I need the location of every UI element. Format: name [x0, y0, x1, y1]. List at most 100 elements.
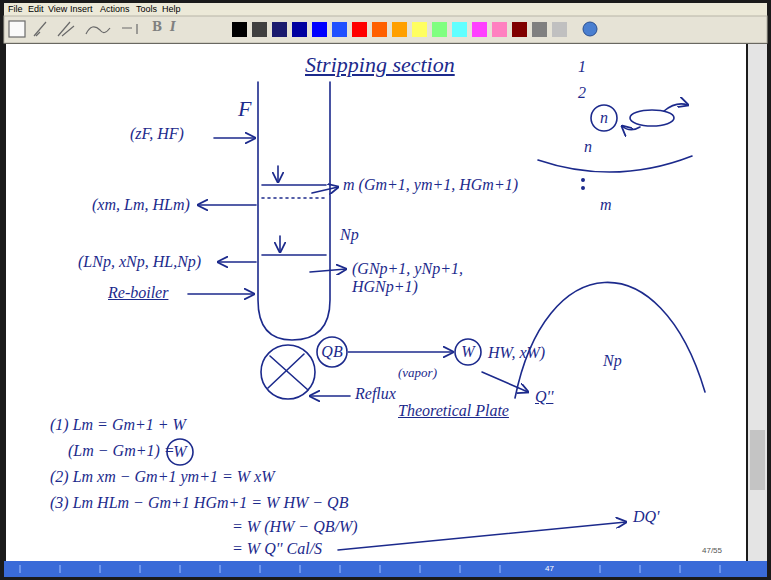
circle-outline [167, 439, 193, 465]
plate-sketch [630, 110, 674, 126]
color-swatch [292, 22, 307, 37]
status-bar [4, 561, 767, 577]
color-swatch [532, 22, 547, 37]
note: Theoretical Plate [398, 402, 509, 420]
color-palette [232, 22, 597, 37]
plate-arrow [664, 104, 688, 111]
status-number: 47 [545, 564, 554, 573]
symbol-text: QB [321, 343, 342, 361]
reflux-arrow [310, 395, 350, 397]
menu-item: Edit [28, 4, 44, 14]
feed-arrow [214, 137, 255, 139]
note: (vapor) [398, 366, 437, 381]
stream-label: m (Gm+1, ym+1, HGm+1) [343, 176, 518, 194]
color-swatch [352, 22, 367, 37]
highlighter-icon [58, 22, 74, 36]
toolbar-button: I [170, 21, 176, 35]
symbol-text: W [461, 343, 474, 361]
stream-label: (xm, Lm, HLm) [92, 196, 190, 214]
color-swatch [392, 22, 407, 37]
menu-bar [4, 3, 767, 16]
scroll-thumb [750, 430, 765, 490]
stream-label: (LNp, xNp, HL,Np) [78, 253, 201, 271]
scrollbar [748, 44, 767, 561]
section-arc [538, 156, 692, 172]
ellipsis-dot [582, 179, 584, 181]
menu-item: Actions [100, 4, 130, 14]
equation: (Lm − Gm+1) = [68, 442, 175, 460]
stream-label: (zF, HF) [130, 125, 184, 143]
equation: (3) Lm HLm − Gm+1 HGm+1 = W HW − QB [50, 494, 348, 512]
color-swatch [432, 22, 447, 37]
symbol-text: n [600, 109, 608, 127]
liquid-out-arrow [198, 204, 256, 206]
page-number: 47/55 [702, 546, 722, 555]
color-swatch [312, 22, 327, 37]
liquid-arrow [277, 166, 279, 182]
plate-np [262, 254, 326, 256]
color-swatch [472, 22, 487, 37]
pen-icon [34, 22, 46, 36]
plate-arrow [622, 126, 640, 130]
plate-m [262, 184, 326, 186]
equation: = W (HW − QB/W) [232, 518, 358, 536]
circled-symbol: QB [316, 336, 348, 368]
toolbar-icons [9, 21, 137, 37]
color-swatch [252, 22, 267, 37]
ellipsis-dot [582, 187, 584, 189]
liquid-out-arrow [218, 261, 256, 263]
color-swatch [512, 22, 527, 37]
circle-outline [317, 337, 347, 367]
equation: (2) Lm xm − Gm+1 ym+1 = W xW [50, 468, 274, 486]
plate-index: n [584, 138, 592, 156]
color-swatch [332, 22, 347, 37]
heat-symbol: Q'' [535, 388, 553, 406]
liquid-level [262, 197, 326, 199]
reboiler-hatch [268, 354, 308, 390]
reboiler-leader [188, 293, 254, 295]
color-swatch [492, 22, 507, 37]
toolbar [4, 16, 767, 43]
color-swatch [272, 22, 287, 37]
tool-icon [9, 21, 25, 37]
color-swatch [552, 22, 567, 37]
result-symbol: DQ' [633, 508, 660, 526]
stream-label: (GNp+1, yNp+1, HGNp+1) [352, 260, 470, 297]
select-icon [122, 24, 137, 34]
stream-label: HW, xW) [488, 344, 545, 362]
equation: (1) Lm = Gm+1 + W [50, 416, 186, 434]
page [6, 44, 746, 561]
plate-label: Np [340, 226, 359, 244]
note: Reflux [355, 385, 396, 403]
toolbar-button: B [152, 21, 162, 35]
symbol-text: W [173, 443, 186, 461]
circled-symbol: W [166, 438, 194, 466]
page-title: Stripping section [305, 52, 455, 77]
color-swatch [372, 22, 387, 37]
plate-index: Np [603, 352, 622, 370]
lasso-icon [86, 27, 110, 34]
plate-index: 1 [578, 58, 586, 76]
menu-item: Help [162, 4, 181, 14]
vapor-arrow [312, 187, 338, 193]
part-name: Re-boiler [108, 284, 168, 302]
column-shell [258, 82, 330, 340]
circled-symbol: W [454, 338, 482, 366]
section-arch [515, 282, 705, 398]
color-swatch [412, 22, 427, 37]
result-arrow [338, 522, 626, 550]
plate-index: m [600, 196, 612, 214]
color-swatch [452, 22, 467, 37]
menu-item: Insert [70, 4, 93, 14]
feed-symbol: F [238, 96, 251, 121]
circle-outline [591, 105, 617, 131]
menu-item: Tools [136, 4, 157, 14]
status-ticks [20, 565, 720, 573]
liquid-arrow [279, 236, 281, 252]
menu-item: File [8, 4, 23, 14]
equation: = W Q'' Cal/S [232, 540, 322, 558]
menu-item: View [48, 4, 67, 14]
